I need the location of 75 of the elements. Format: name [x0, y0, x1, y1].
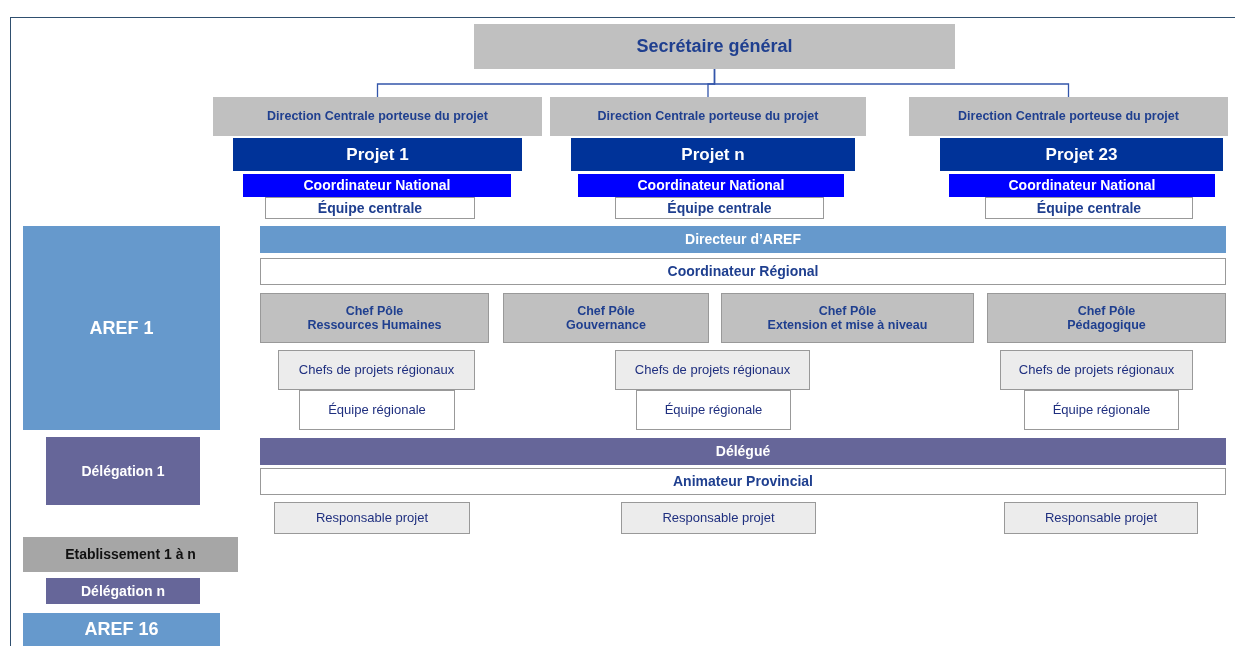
box-label: Projet 1	[346, 144, 409, 165]
box-label: Direction Centrale porteuse du projet	[597, 109, 819, 124]
responsible-box	[274, 502, 470, 534]
title-box	[474, 24, 955, 69]
box-label: Coordinateur Régional	[667, 263, 819, 280]
project-leads-box	[1000, 350, 1193, 390]
project-leads-box	[615, 350, 810, 390]
direction-box	[909, 97, 1228, 136]
pole-box	[987, 293, 1226, 343]
box-label: Secrétaire général	[636, 36, 793, 57]
team-box	[265, 197, 475, 219]
director-bar	[260, 226, 1226, 253]
responsible-box	[1004, 502, 1198, 534]
box-label: Équipe régionale	[664, 402, 763, 418]
box-heading: Chef Pôle	[345, 303, 404, 318]
pole-box	[503, 293, 709, 343]
team-box	[615, 197, 824, 219]
school-box	[23, 537, 238, 572]
pole-box	[721, 293, 974, 343]
project-box	[940, 138, 1223, 171]
responsible-box	[621, 502, 816, 534]
box-heading: Chef Pôle	[818, 303, 877, 318]
box-label: Projet n	[681, 144, 745, 165]
delegation-box	[46, 437, 200, 505]
box-label: Chefs de projets régionaux	[298, 362, 455, 378]
direction-box	[550, 97, 866, 136]
box-label: Chefs de projets régionaux	[1018, 362, 1175, 378]
box-label: Responsable projet	[1045, 510, 1157, 526]
connector-line	[713, 68, 1070, 98]
box-label: Équipe centrale	[1036, 199, 1142, 217]
box-label: Projet 23	[1045, 144, 1118, 165]
coordinator-bar	[260, 258, 1226, 285]
box-label: Pédagogique	[1067, 318, 1146, 333]
box-label: Animateur Provincial	[672, 473, 813, 490]
coordinator-box	[949, 174, 1215, 197]
pole-box	[260, 293, 489, 343]
animator-bar	[260, 468, 1226, 495]
box-label: Coordinateur National	[1008, 177, 1156, 194]
box-label: Délégation n	[81, 582, 165, 600]
team-box	[985, 197, 1193, 219]
project-leads-box	[278, 350, 475, 390]
box-label: Équipe régionale	[1052, 402, 1151, 418]
coordinator-box	[243, 174, 511, 197]
academy-box	[23, 226, 220, 430]
box-label: Coordinateur National	[637, 177, 785, 194]
project-box	[233, 138, 522, 171]
box-label: Etablissement 1 à n	[65, 546, 196, 563]
team-box	[636, 390, 791, 430]
box-label: Gouvernance	[566, 318, 646, 333]
box-label: AREF 16	[84, 619, 159, 640]
direction-box	[213, 97, 542, 136]
box-label: Équipe centrale	[667, 199, 772, 217]
box-label: Responsable projet	[662, 510, 775, 526]
box-label: Équipe régionale	[328, 402, 426, 418]
box-label: Chefs de projets régionaux	[634, 362, 791, 378]
box-label: Responsable projet	[316, 510, 428, 526]
box-label: Équipe centrale	[317, 199, 423, 217]
box-label: Direction Centrale porteuse du projet	[958, 109, 1179, 124]
team-box	[1024, 390, 1179, 430]
box-label: Délégation 1	[81, 462, 165, 480]
team-box	[299, 390, 455, 430]
box-heading: Chef Pôle	[577, 303, 635, 318]
box-label: Direction Centrale porteuse du projet	[267, 109, 488, 124]
box-label: Extension et mise à niveau	[767, 318, 928, 333]
coordinator-box	[578, 174, 844, 197]
delegate-bar	[260, 438, 1226, 465]
box-label: Coordinateur National	[303, 177, 451, 194]
box-label: AREF 1	[89, 317, 154, 339]
box-heading: Chef Pôle	[1077, 303, 1136, 318]
delegation-box	[46, 578, 200, 604]
academy-box	[23, 613, 220, 646]
box-label: Directeur d’AREF	[685, 231, 801, 248]
box-label: Délégué	[715, 443, 771, 460]
project-box	[571, 138, 855, 171]
box-label: Ressources Humaines	[307, 318, 442, 333]
